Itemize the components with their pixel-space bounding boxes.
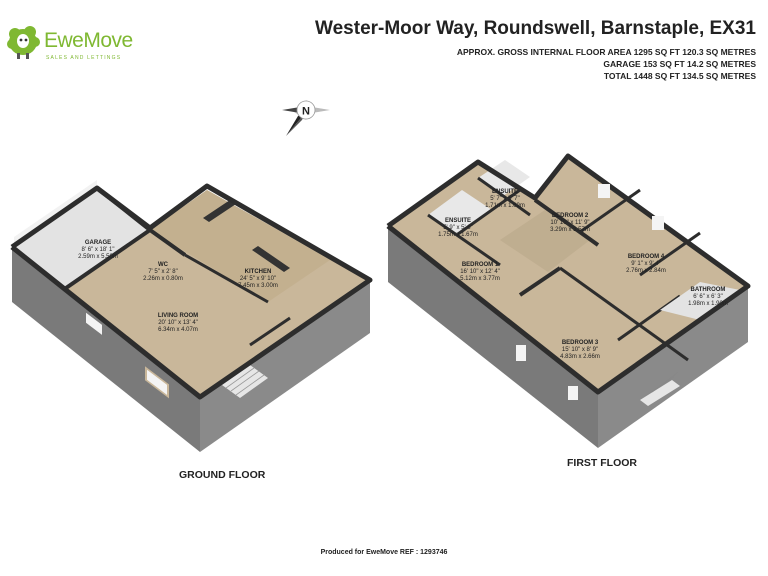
room-label-living-room: LIVING ROOM 20' 10" x 13' 4" 6.34m x 4.0… [157,313,199,333]
external-stairs [640,371,680,406]
floor-area-summary: APPROX. GROSS INTERNAL FLOOR AREA 1295 S… [457,46,756,82]
ewemove-logo[interactable]: EweMove SALES AND LETTINGS [6,22,136,62]
ensuite-1-floor [428,190,492,234]
ground-wall-left-face [12,247,200,452]
compass-north-icon: N [282,100,330,136]
first-wall-left-face [388,226,598,448]
first-floor-plan [386,153,751,448]
room-label-ensuite-2: ENSUITE 5' 7" x 5' 7" 1.71m x 1.69m [485,189,525,209]
ground-stairs [222,365,268,398]
ground-floor-label: GROUND FLOOR [179,469,266,481]
first-floor-label: FIRST FLOOR [567,457,637,469]
garage-floor [14,188,150,288]
room-label-bathroom: BATHROOM 6' 6" x 6' 3" 1.98m x 1.90m [688,287,728,307]
ground-wall-right-face [200,280,370,452]
property-address-title: Wester-Moor Way, Roundswell, Barnstaple,… [315,18,756,39]
gross-area-line: APPROX. GROSS INTERNAL FLOOR AREA 1295 S… [456,47,756,57]
room-label-garage: GARAGE 8' 6" x 18' 1" 2.59m x 5.50m [78,240,118,260]
room-label-kitchen: KITCHEN 24' 5" x 9' 10" 7.45m x 3.00m [238,269,278,289]
first-wall-right-face [598,286,748,448]
total-area-line: TOTAL 1448 SQ FT 134.5 SQ METRES [603,71,756,81]
bathroom-floor [660,282,740,320]
kitchen-floor [150,190,330,302]
room-label-ensuite-1: ENSUITE 5' 9" x 5' 6" 1.75m x 1.67m [438,218,478,238]
room-label-bedroom-2: BEDROOM 2 10' 10" x 11' 9" 3.29m x 3.57m [550,213,590,233]
room-label-bedroom-3: BEDROOM 3 15' 10" x 8' 9" 4.83m x 2.66m [560,340,600,360]
brand-tagline: SALES AND LETTINGS [46,55,122,61]
brand-name: EweMove [44,29,133,52]
room-label-wc: WC 7' 5" x 2' 8" 2.26m x 0.80m [143,262,183,282]
footer-reference: Produced for EweMove REF : 1293746 [320,549,448,556]
kitchen-units [203,200,236,222]
room-label-bedroom-1: BEDROOM 1 16' 10" x 12' 4" 5.12m x 3.77m [460,262,500,282]
garage-area-line: GARAGE 153 SQ FT 14.2 SQ METRES [603,59,756,69]
sheep-logo-icon [7,26,40,59]
compass-letter: N [302,106,310,118]
room-label-bedroom-4: BEDROOM 4 9' 1" x 9' 4" 2.76m x 2.84m [626,254,666,274]
ground-floor-plan [10,180,373,452]
